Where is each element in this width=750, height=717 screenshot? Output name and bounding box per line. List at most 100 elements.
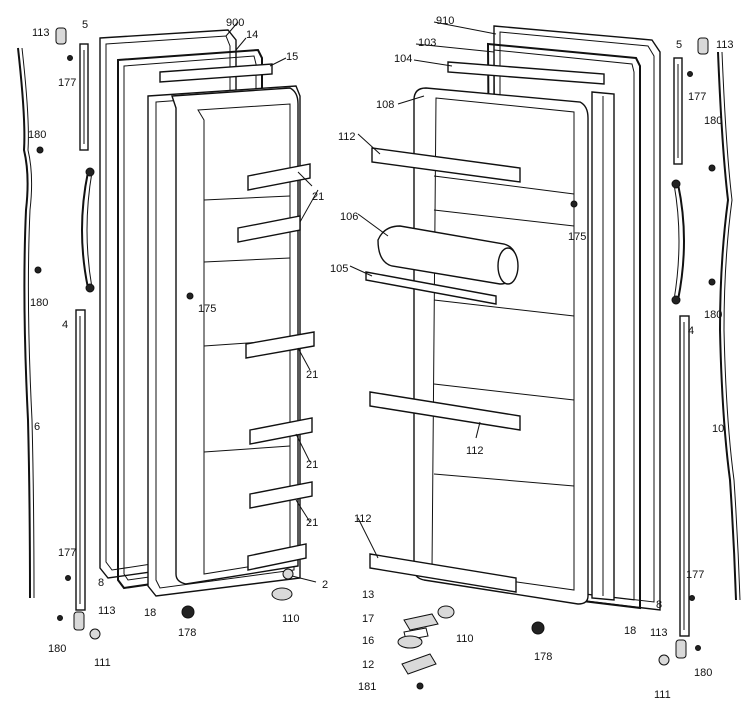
callout-900: 900	[226, 17, 244, 29]
right-clip-175	[570, 200, 578, 208]
callout-104: 104	[394, 53, 412, 65]
callouts-left: 900 14 15 113 5 177 180 180 4 6 177 8 11…	[28, 17, 328, 669]
callout-110-left: 110	[282, 613, 300, 625]
callout-180-lower-left: 180	[48, 643, 66, 655]
callout-113-lower-right: 113	[650, 627, 668, 639]
right-breaker-strip-top	[447, 61, 605, 85]
callout-103: 103	[418, 37, 436, 49]
callout-180-mid-right: 180	[704, 309, 722, 321]
callout-18-left: 18	[144, 607, 156, 619]
left-door-shelf-5	[249, 481, 313, 509]
left-clip-175	[186, 292, 194, 300]
callout-181: 181	[358, 681, 376, 693]
callout-8-left: 8	[98, 577, 104, 589]
right-top-hinge-cap-113	[697, 37, 709, 55]
callout-177-top-right: 177	[688, 91, 706, 103]
callout-13: 13	[362, 589, 374, 601]
right-bottom-hinge-12	[401, 653, 437, 675]
left-breaker-strip-top	[159, 63, 273, 83]
right-bumper-178	[531, 621, 545, 635]
left-lower-hinge-cap-113	[73, 611, 85, 631]
callout-105: 105	[330, 263, 348, 275]
callout-21-a: 21	[312, 191, 324, 203]
callout-180-upper-right: 180	[704, 115, 722, 127]
left-door-shelf-6	[247, 543, 307, 571]
callout-113-top-left: 113	[32, 27, 50, 39]
callout-5-right: 5	[676, 39, 682, 51]
callout-4-right: 4	[688, 325, 694, 337]
left-upper-handle-bar	[79, 43, 89, 151]
left-door-handle	[81, 167, 95, 293]
callout-18-right: 18	[624, 625, 636, 637]
left-door-shelf-3	[245, 331, 315, 359]
left-lower-screw-177	[65, 575, 71, 581]
callout-106: 106	[340, 211, 358, 223]
left-bumper-178	[181, 605, 195, 619]
callout-177-lower-right: 177	[686, 569, 704, 581]
right-door-shelf-middle	[369, 391, 521, 431]
left-lower-screw-180	[57, 615, 63, 621]
right-screw-177-lower	[689, 595, 695, 601]
left-door-shelf-4	[249, 417, 313, 445]
callout-111-left: 111	[94, 657, 111, 669]
left-trim-strip	[17, 47, 35, 599]
right-trim-strip	[717, 51, 741, 601]
callout-112-lower: 112	[354, 513, 372, 525]
callout-113-lower-left: 113	[98, 605, 116, 617]
callout-175-right: 175	[568, 231, 586, 243]
callout-910: 910	[436, 15, 454, 27]
right-dairy-shelf-105	[365, 271, 497, 305]
left-door-shelf-2	[237, 215, 301, 243]
callout-178-left: 178	[178, 627, 196, 639]
left-screw-177	[67, 55, 73, 61]
right-lower-screw-180	[695, 645, 701, 651]
callout-21-c: 21	[306, 459, 318, 471]
right-hinge-pin-16	[397, 635, 423, 649]
right-door-handle	[671, 179, 685, 305]
callout-21-d: 21	[306, 517, 318, 529]
callout-10: 10	[712, 423, 724, 435]
left-screw-180-mid	[34, 266, 42, 274]
callout-6: 6	[34, 421, 40, 433]
callout-8-right: 8	[656, 599, 662, 611]
callout-180-mid-left: 180	[30, 297, 48, 309]
callout-112-middle: 112	[466, 445, 484, 457]
right-screw-180-upper	[708, 164, 716, 172]
right-lower-handle-bar	[679, 315, 690, 637]
callout-113-top-right: 113	[716, 39, 734, 51]
callout-178-right: 178	[534, 651, 552, 663]
left-bumper-110	[271, 587, 293, 601]
callout-4-left: 4	[62, 319, 68, 331]
callout-180-upper-left: 180	[28, 129, 46, 141]
right-screw-181	[416, 682, 424, 690]
right-upper-handle-bar	[673, 57, 683, 165]
right-screw-180-mid	[708, 278, 716, 286]
callout-175-left: 175	[198, 303, 216, 315]
callout-2: 2	[322, 579, 328, 591]
left-door-shelf-1	[247, 163, 311, 191]
callouts-right: 910 103 104 108 112 106 105 175 112 112 …	[330, 15, 734, 701]
callout-112-upper: 112	[338, 131, 356, 143]
callout-180-lower-right: 180	[694, 667, 712, 679]
right-lower-hinge-cap-113	[675, 639, 687, 659]
right-bushing-111	[658, 654, 670, 666]
right-door-dairy-compartment	[377, 225, 519, 285]
callout-110-right: 110	[456, 633, 474, 645]
left-door-liner	[171, 87, 299, 585]
callout-16: 16	[362, 635, 374, 647]
right-stop-plate-13	[403, 613, 439, 631]
left-top-hinge-cap	[55, 27, 67, 45]
left-screw-180-upper	[36, 146, 44, 154]
callout-21-b: 21	[306, 369, 318, 381]
callout-15: 15	[286, 51, 298, 63]
left-bushing-111	[89, 628, 101, 640]
right-bumper-110	[437, 605, 455, 619]
callout-177-top-left: 177	[58, 77, 76, 89]
callout-177-lower-left: 177	[58, 547, 76, 559]
callout-12: 12	[362, 659, 374, 671]
leader-lines	[225, 21, 497, 583]
callout-17: 17	[362, 613, 374, 625]
right-screw-177-upper	[687, 71, 693, 77]
right-door-shelf-upper	[371, 147, 521, 183]
